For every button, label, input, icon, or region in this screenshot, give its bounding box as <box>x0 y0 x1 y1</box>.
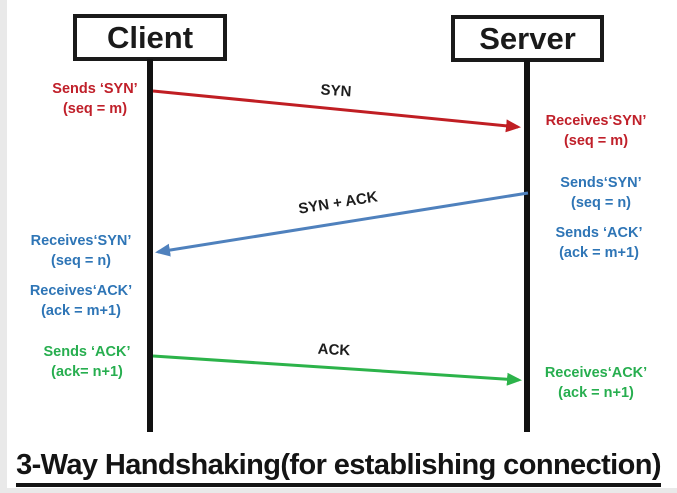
client-note-receives-ack: Receives‘ACK’ (ack = m+1) <box>23 281 139 321</box>
bottom-edge-strip <box>0 488 677 493</box>
client-note-receives-syn: Receives‘SYN’ (seq = n) <box>23 231 139 271</box>
note-line: (seq = n) <box>570 195 632 211</box>
note-line: Receives‘SYN’ <box>545 113 647 129</box>
note-line: (seq = m) <box>563 133 629 149</box>
note-line: Receives‘ACK’ <box>544 365 648 381</box>
server-note-receives-syn: Receives‘SYN’ (seq = m) <box>538 111 654 151</box>
ack-arrow-label: ACK <box>317 340 351 360</box>
note-line: Sends ‘ACK’ <box>555 225 643 241</box>
note-line: (seq = m) <box>62 101 128 117</box>
note-line: (ack= n+1) <box>51 364 123 380</box>
note-line: (ack = m+1) <box>41 303 121 319</box>
client-note-sends-syn: Sends ‘SYN’ (seq = m) <box>37 79 153 119</box>
client-lifeline <box>147 59 153 432</box>
note-line: (seq = n) <box>50 253 112 269</box>
server-note-sends-ack: Sends ‘ACK’ (ack = m+1) <box>541 223 657 263</box>
syn-arrow <box>152 89 521 133</box>
server-note-receives-ack: Receives‘ACK’ (ack = n+1) <box>538 363 654 403</box>
note-line: Sends‘SYN’ <box>560 175 642 191</box>
ack-arrow <box>152 354 522 386</box>
server-actor-box: Server <box>451 15 604 62</box>
server-note-sends-syn: Sends‘SYN’ (seq = n) <box>543 173 659 213</box>
server-lifeline <box>524 60 530 432</box>
note-line: Sends ‘SYN’ <box>52 81 138 97</box>
note-line: (ack = n+1) <box>558 385 634 401</box>
syn-ack-arrow <box>155 191 529 257</box>
note-line: Sends ‘ACK’ <box>43 344 131 360</box>
note-line: Receives‘SYN’ <box>30 233 132 249</box>
client-actor-label: Client <box>106 19 194 55</box>
syn-arrow-label: SYN <box>320 81 352 101</box>
note-line: Receives‘ACK’ <box>29 283 133 299</box>
diagram-caption-row: 3-Way Handshaking(for establishing conne… <box>0 449 677 487</box>
diagram-caption: 3-Way Handshaking(for establishing conne… <box>16 449 662 487</box>
left-edge-strip <box>0 0 7 493</box>
note-line: (ack = m+1) <box>559 245 639 261</box>
server-actor-label: Server <box>479 20 576 56</box>
client-note-sends-ack: Sends ‘ACK’ (ack= n+1) <box>29 342 145 382</box>
